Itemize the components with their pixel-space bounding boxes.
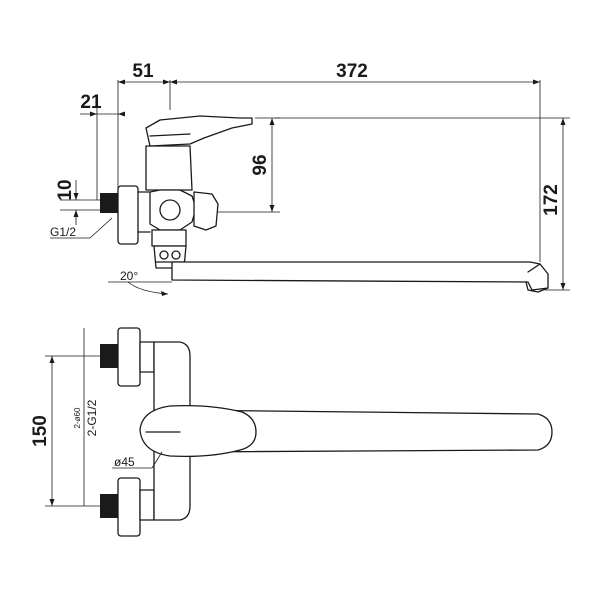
thread-label: G1/2: [50, 225, 76, 239]
connection-annotation: 2-ø60 2-G1/2: [73, 328, 99, 506]
diameter-annotation: ø45: [112, 451, 163, 469]
angle-label: 20°: [120, 269, 138, 283]
thread-annotation: G1/2: [50, 217, 113, 239]
dimension-372: 372: [170, 61, 541, 262]
spout-top: [175, 409, 553, 453]
angle-annotation: 20°: [108, 269, 172, 296]
top-view: 150 2-ø60 2-G1/2: [30, 327, 553, 537]
dimension-10-label: 10: [55, 179, 76, 200]
dimension-172-label: 172: [541, 184, 562, 216]
wall-connector: [100, 185, 151, 245]
bottom-connector-thread: [100, 494, 118, 518]
bottom-connector: [100, 477, 155, 537]
lever-handle-top: [139, 404, 257, 458]
lever-handle-side: [145, 115, 253, 147]
connector-thread: [100, 193, 118, 213]
spout-side: [171, 261, 549, 293]
connection-thread-label: 2-G1/2: [85, 399, 99, 436]
dimension-21: 21: [80, 92, 125, 200]
dimension-150: 150: [30, 355, 100, 507]
side-view: 51 372 21 96: [50, 61, 570, 296]
dimension-51: 51: [117, 61, 171, 195]
dimension-172: 172: [275, 117, 570, 291]
dimension-150-label: 150: [30, 415, 51, 447]
dimension-51-label: 51: [132, 61, 154, 82]
dimension-96-label: 96: [250, 154, 271, 175]
dimension-372-label: 372: [336, 61, 368, 82]
top-connector: [100, 327, 155, 387]
mixer-body-side: [145, 145, 219, 269]
diameter-label: ø45: [114, 455, 135, 469]
top-connector-thread: [100, 344, 118, 368]
dimension-21-label: 21: [80, 92, 102, 113]
dimension-96: 96: [200, 117, 280, 213]
connection-count-label: 2-ø60: [73, 407, 82, 428]
